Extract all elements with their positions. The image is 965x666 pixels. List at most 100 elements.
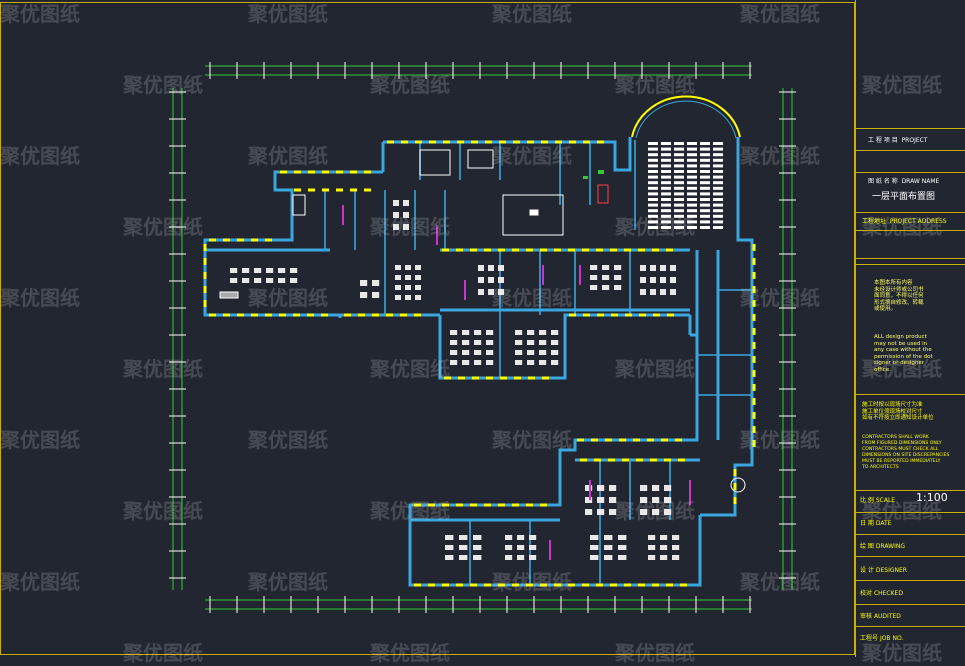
auditorium-seat [713, 192, 723, 196]
auditorium-seat [700, 186, 710, 190]
desk [660, 555, 668, 560]
auditorium-seat [687, 170, 697, 173]
interior-partitions [324, 140, 752, 585]
auditorium-seat [674, 214, 684, 218]
auditorium-seat [713, 147, 723, 151]
auditorium-seat [687, 220, 697, 224]
auditorium-seat [648, 181, 658, 185]
auditorium-seat [648, 153, 658, 157]
auditorium-seat [648, 147, 658, 151]
desk [609, 497, 617, 503]
auditorium-seat [713, 142, 723, 145]
auditorium-seat [648, 186, 658, 190]
desk [527, 360, 535, 365]
auditorium-seat [674, 175, 684, 179]
desk [590, 265, 598, 270]
desk [395, 265, 401, 270]
desk [648, 555, 656, 560]
auditorium-seat [674, 192, 684, 196]
desk [474, 330, 482, 335]
desk [473, 535, 482, 540]
auditorium-seat [713, 164, 723, 168]
auditorium-seat [700, 209, 710, 213]
desk [602, 285, 610, 290]
desk [618, 555, 627, 560]
desk [459, 545, 468, 550]
desk [474, 350, 482, 355]
desk [395, 275, 401, 280]
auditorium-seat [687, 203, 697, 207]
desk [590, 285, 598, 290]
desk [266, 268, 274, 273]
desk [652, 497, 660, 503]
desk [597, 485, 605, 491]
desk [539, 350, 547, 355]
desk [515, 360, 523, 365]
desk [640, 485, 648, 491]
desk [415, 275, 421, 280]
dimension-ticks [169, 62, 796, 613]
auditorium-seat [700, 158, 710, 162]
desk [242, 268, 250, 273]
desk [360, 292, 368, 298]
auditorium-seat [713, 153, 723, 157]
desk [551, 340, 559, 345]
title-block: 工 程 项 目 PROJECT 图 纸 名 称 DRAW NAME 一层平面布置… [855, 0, 965, 657]
auditorium-seat [687, 153, 697, 157]
desk [672, 535, 680, 540]
auditorium-seat [674, 142, 684, 145]
desk [473, 545, 482, 550]
desk [527, 340, 535, 345]
desk [478, 277, 484, 283]
auditorium-seat [674, 147, 684, 151]
desk [602, 265, 610, 270]
auditorium-seat [700, 164, 710, 168]
desk [529, 535, 537, 540]
desk [614, 285, 622, 290]
desk [670, 277, 676, 283]
auditorium-seat [661, 203, 671, 207]
auditorium-seat [687, 214, 697, 218]
desk [539, 330, 547, 335]
desk [660, 265, 666, 271]
auditorium-seat [700, 147, 710, 151]
dimension-notice-en: CONTRACTORS SHALL WORK FROM FIGURED DIME… [862, 435, 950, 470]
auditorium-seat [648, 209, 658, 213]
audited-label: 审核 AUDITED [860, 613, 901, 620]
desk [590, 275, 598, 280]
auditorium-seat [674, 220, 684, 224]
auditorium-seat [687, 186, 697, 190]
desk [405, 275, 411, 280]
desk [290, 268, 298, 273]
auditorium-seat [661, 186, 671, 190]
auditorium-seat [687, 181, 697, 185]
auditorium-curve [631, 95, 741, 139]
auditorium-seat [700, 226, 710, 229]
desk [640, 497, 648, 503]
auditorium-seat [700, 175, 710, 179]
auditorium-seat [661, 214, 671, 218]
desk [597, 497, 605, 503]
floor-plan-drawing [0, 2, 855, 655]
desk [515, 330, 523, 335]
auditorium-seat [700, 153, 710, 157]
desk [650, 289, 656, 295]
desk [474, 340, 482, 345]
desk [529, 555, 537, 560]
auditorium-seat [713, 226, 723, 229]
desk [445, 545, 454, 550]
desk [614, 265, 622, 270]
auditorium-seat [700, 181, 710, 185]
copyright-notice-en: ALL design product may not be used in an… [874, 334, 933, 373]
door-accents [342, 205, 691, 560]
desk [498, 277, 504, 283]
desk [445, 555, 454, 560]
desk [459, 555, 468, 560]
desk [393, 212, 399, 218]
desk [403, 224, 409, 230]
drawing-label: 绘 图 DRAWING [860, 543, 906, 550]
auditorium-seat [648, 175, 658, 179]
drawing-border [0, 2, 855, 655]
auditorium-seat [700, 170, 710, 173]
desk [585, 497, 593, 503]
